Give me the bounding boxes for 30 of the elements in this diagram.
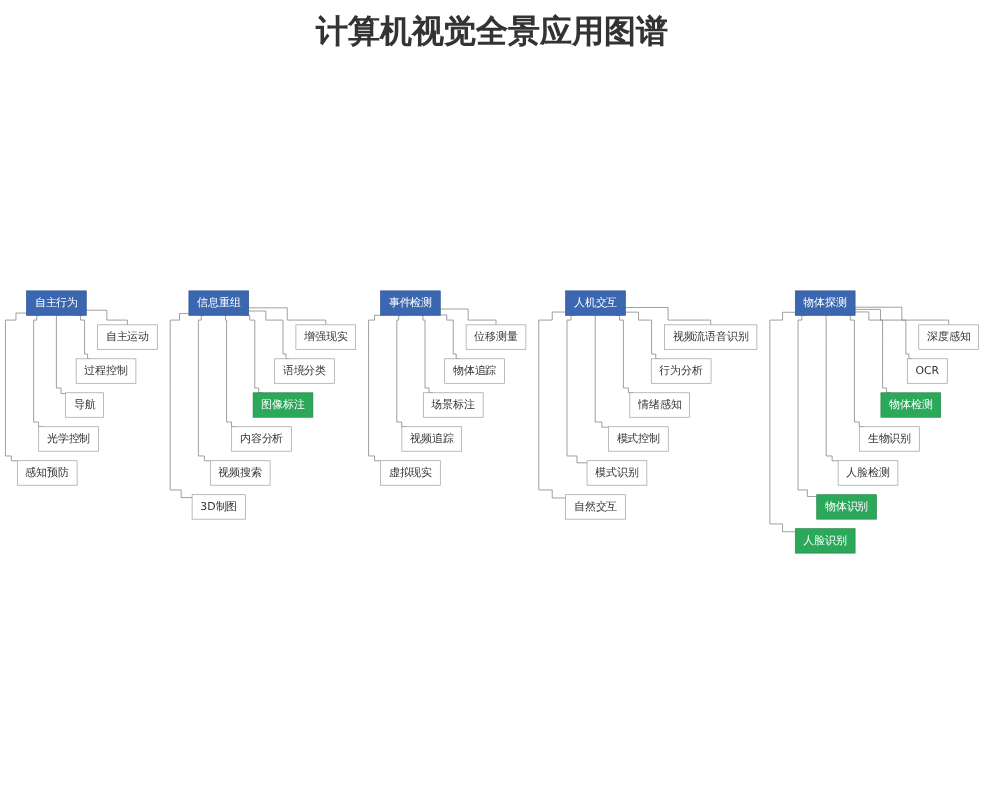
connector: [594, 314, 609, 428]
diagram-title: 计算机视觉全景应用图谱: [313, 12, 670, 54]
connector: [56, 314, 66, 394]
connector: [854, 306, 950, 326]
connector: [248, 307, 327, 326]
connector: [625, 311, 661, 360]
connector: [169, 313, 193, 499]
connector: [566, 314, 588, 464]
connector: [854, 308, 913, 360]
connector: [244, 314, 264, 394]
connector: [439, 314, 460, 360]
connector: [797, 314, 818, 497]
connector: [76, 314, 91, 360]
connector: [224, 314, 237, 428]
connector: [396, 314, 407, 428]
connector: [615, 314, 634, 394]
connector: [420, 314, 434, 394]
connector: [625, 307, 712, 326]
connector: [248, 310, 290, 360]
connector: [439, 308, 497, 326]
connector: [85, 309, 128, 326]
connector: [33, 314, 44, 428]
connector: [368, 314, 381, 462]
connector: [854, 311, 891, 394]
connector: [198, 314, 211, 462]
connector: [845, 314, 865, 428]
connector: [825, 314, 839, 462]
connector: [769, 311, 796, 533]
connector: [538, 311, 567, 499]
connector: [5, 312, 27, 462]
